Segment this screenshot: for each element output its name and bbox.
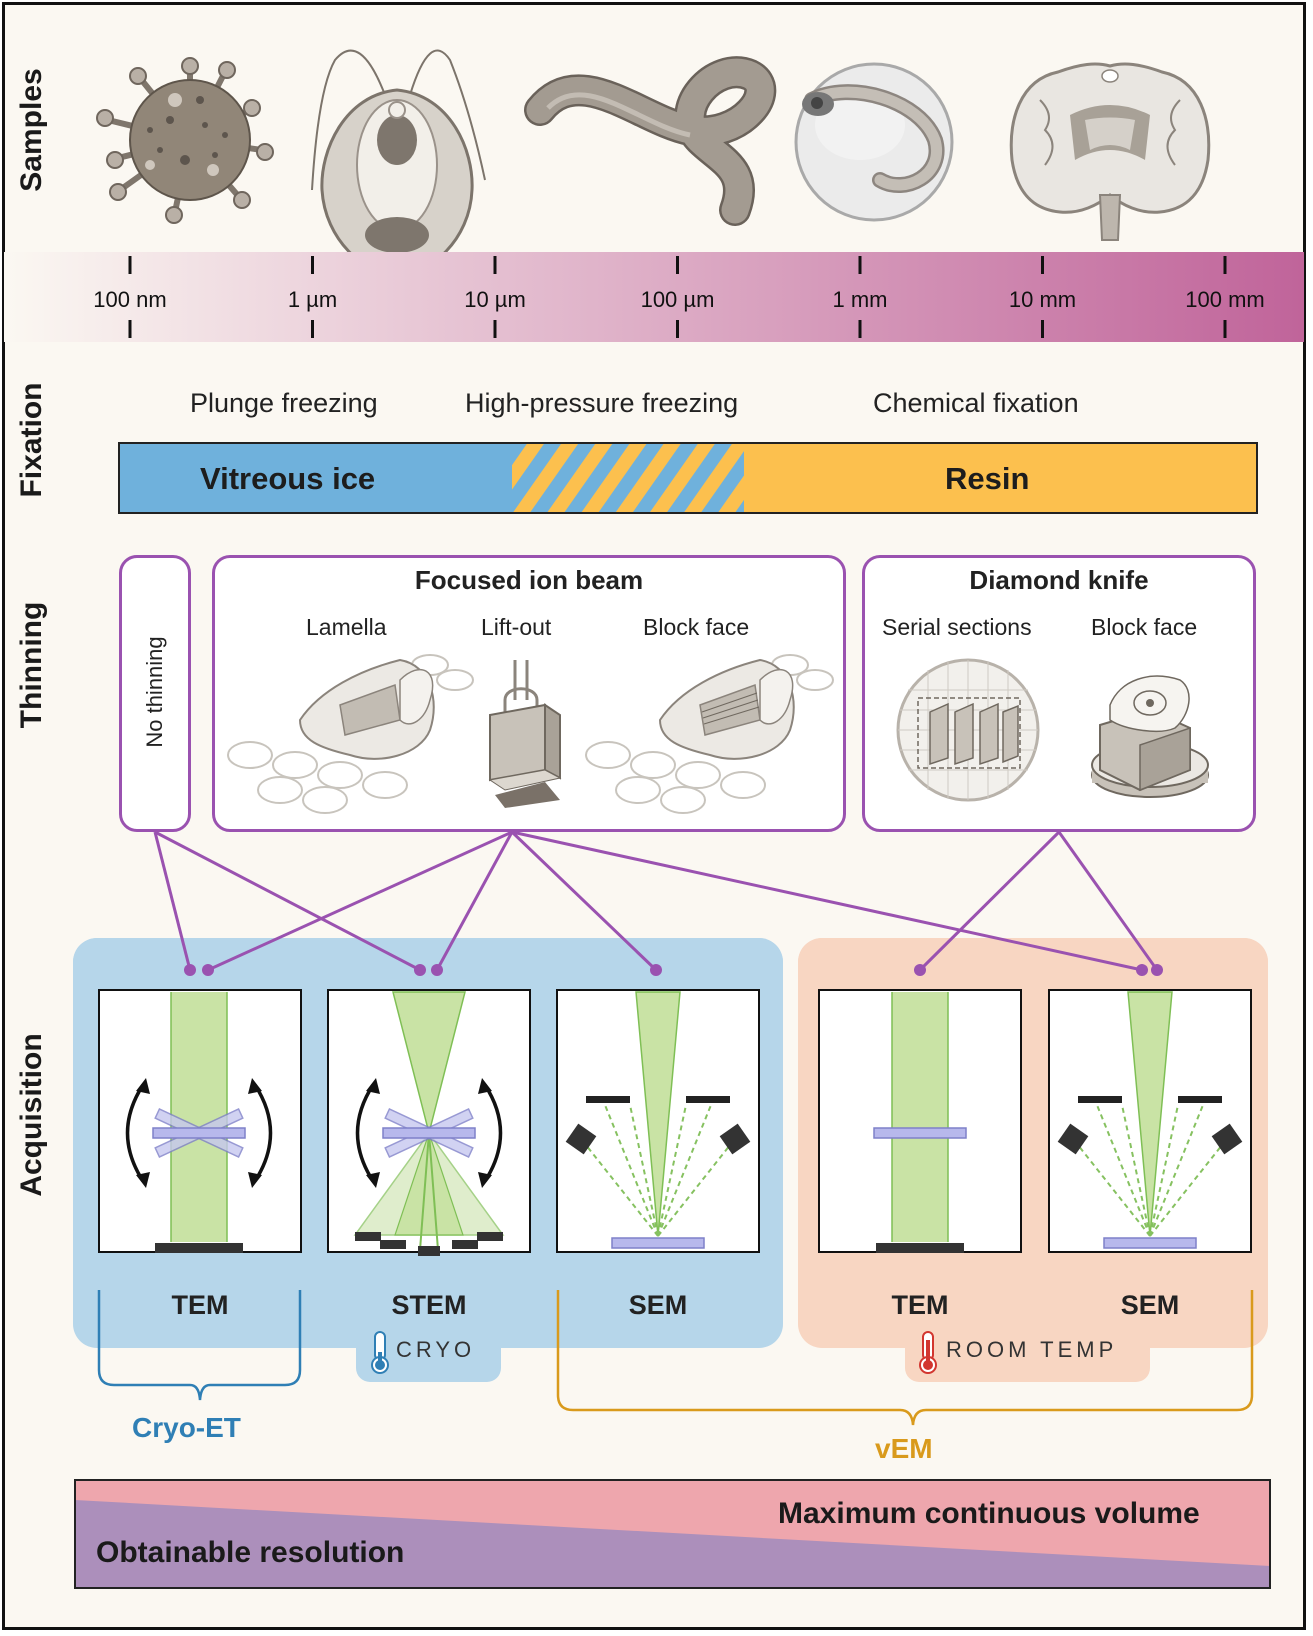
sem-room-diagram xyxy=(1057,991,1243,1249)
connector-dots xyxy=(184,964,1163,976)
serial-sections-icon xyxy=(896,658,1040,802)
vem-label: vEM xyxy=(875,1433,933,1464)
knife-title: Diamond knife xyxy=(969,565,1149,595)
fib-item-lamella: Lamella xyxy=(306,614,387,640)
resolution-label: Obtainable resolution xyxy=(96,1536,405,1569)
fib-title: Focused ion beam xyxy=(414,565,644,595)
scale-tick-label: 1 mm xyxy=(833,287,888,312)
fixation-resin-label: Resin xyxy=(945,461,1030,496)
tradeoff-bar xyxy=(74,1479,1271,1589)
stem-cryo-diagram xyxy=(353,991,505,1256)
scale-tick-label: 10 µm xyxy=(464,287,526,312)
cryo-et-brace xyxy=(97,1290,302,1401)
no-thinning-box xyxy=(119,555,191,832)
knife-item-serial: Serial sections xyxy=(882,614,1032,640)
max-volume-label: Maximum continuous volume xyxy=(778,1497,1200,1530)
fixation-bar xyxy=(118,442,1258,514)
thermometer-warm-icon xyxy=(919,1331,937,1374)
room-sem-label: SEM xyxy=(1120,1290,1180,1320)
virus-icon xyxy=(96,57,274,224)
zebrafish-embryo-icon xyxy=(794,62,954,222)
scale-tick-label: 1 µm xyxy=(288,287,337,312)
fixation-hpf-label: High-pressure freezing xyxy=(465,388,739,418)
knife-blockface-icon xyxy=(1091,675,1209,798)
vem-brace xyxy=(556,1290,1254,1426)
cryo-tem-label: TEM xyxy=(171,1290,229,1320)
lamella-icon xyxy=(227,654,474,814)
worm-icon xyxy=(524,56,777,226)
fib-item-blockface: Block face xyxy=(643,614,750,640)
tem-cryo-diagram xyxy=(125,992,273,1253)
scale-tick-label: 100 mm xyxy=(1185,287,1264,312)
scale-bar: 100 nm 1 µm 10 µm 100 µm 1 mm 10 mm 100 mm xyxy=(4,252,1304,342)
fib-item-liftout: Lift-out xyxy=(481,614,552,640)
tem-room-diagram xyxy=(873,992,967,1253)
knife-item-blockface: Block face xyxy=(1091,614,1198,640)
protist-cell-icon xyxy=(311,49,486,260)
sem-cryo-diagram xyxy=(565,991,751,1249)
connector-lines xyxy=(153,830,1159,972)
scale-tick-label: 10 mm xyxy=(1009,287,1076,312)
brain-icon xyxy=(1009,62,1211,241)
fixation-vitreous-ice-label: Vitreous ice xyxy=(200,461,376,496)
cryo-et-label: Cryo-ET xyxy=(132,1412,241,1443)
room-tem-label: TEM xyxy=(891,1290,949,1320)
room-temp-badge-label: ROOM TEMP xyxy=(946,1337,1118,1362)
fixation-plunge-label: Plunge freezing xyxy=(190,388,378,418)
cryo-badge-label: CRYO xyxy=(396,1337,476,1362)
thermometer-cold-icon xyxy=(371,1331,389,1374)
scale-tick-label: 100 nm xyxy=(93,287,166,312)
fixation-chemical-label: Chemical fixation xyxy=(873,388,1079,418)
liftout-icon xyxy=(488,660,562,808)
scale-tick-label: 100 µm xyxy=(641,287,715,312)
cryo-sem-label: SEM xyxy=(628,1290,688,1320)
fib-blockface-icon xyxy=(585,654,834,814)
samples-illustrations xyxy=(96,49,1211,260)
cryo-stem-label: STEM xyxy=(391,1290,467,1320)
